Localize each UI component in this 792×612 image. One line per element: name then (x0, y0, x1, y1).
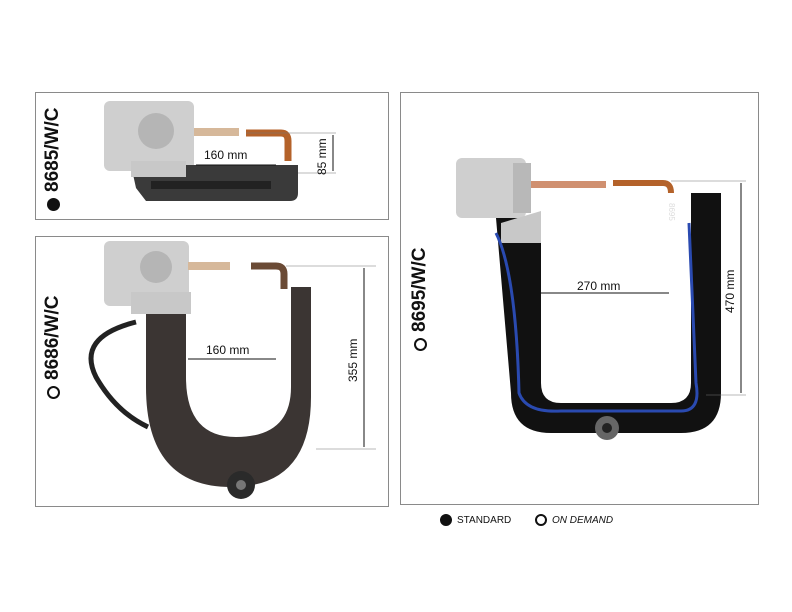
depth-dimension: 85 mm (315, 138, 329, 175)
model-label: 8695/W/C (409, 248, 431, 351)
gun-arm-8685-illustration (104, 101, 336, 201)
legend-on-demand: ON DEMAND (535, 514, 613, 526)
depth-dimension: 355 mm (346, 338, 360, 382)
model-label: 8685/W/C (42, 108, 64, 211)
panel-8695: 8695 8695/W/C 270 mm 470 mm (400, 92, 759, 505)
on-demand-dot-icon (46, 386, 60, 399)
on-demand-dot-icon (413, 338, 427, 351)
gun-arm-8695-illustration: 8695 (456, 158, 746, 440)
gap-dimension: 160 mm (206, 343, 250, 357)
gap-dimension: 160 mm (204, 148, 248, 162)
standard-dot-icon (46, 198, 60, 211)
gun-arm-8686-illustration (88, 241, 376, 499)
gap-dimension: 270 mm (577, 279, 621, 293)
standard-dot-icon (440, 514, 452, 526)
arm-marking: 8695 (667, 203, 676, 221)
depth-dimension: 470 mm (723, 269, 737, 313)
on-demand-dot-icon (535, 514, 547, 526)
panel-8685: 8685/W/C 160 mm 85 mm (35, 92, 389, 220)
panel-8686: 8686/W/C 160 mm 355 mm (35, 236, 389, 507)
model-label: 8686/W/C (42, 296, 64, 399)
legend-standard: STANDARD (440, 514, 511, 526)
